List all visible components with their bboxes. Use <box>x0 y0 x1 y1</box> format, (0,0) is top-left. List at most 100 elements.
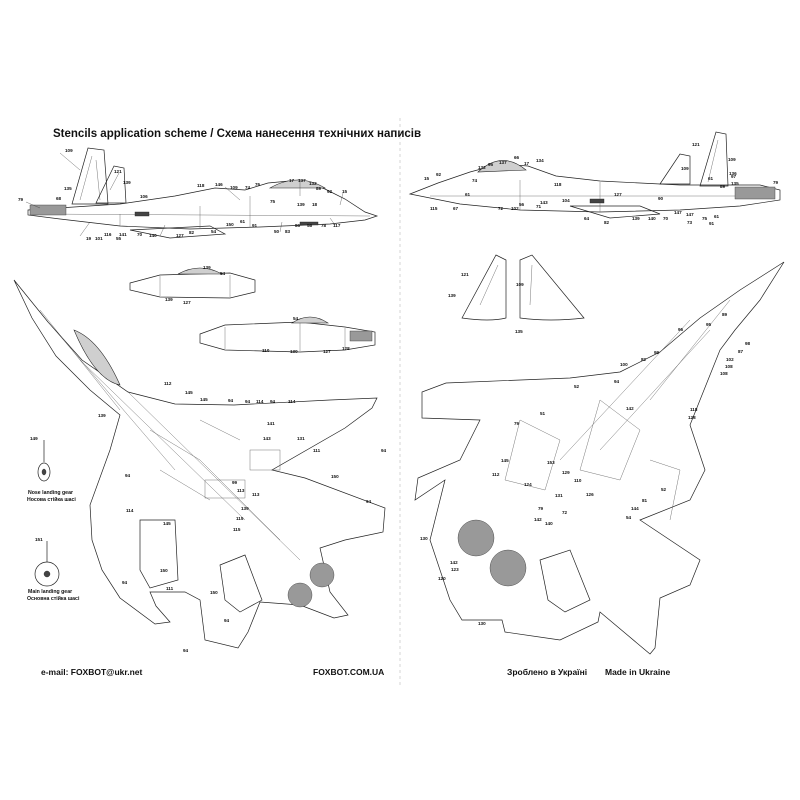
footer-email[interactable]: e-mail: FOXBOT@ukr.net <box>41 667 143 677</box>
callout: 113 <box>237 488 245 493</box>
callout: 114 <box>256 399 264 404</box>
footer-site[interactable]: FOXBOT.COM.UA <box>313 667 384 677</box>
nose-gear-caption-ua: Носова стійка шасі <box>27 496 76 503</box>
callout: 141 <box>267 421 275 426</box>
callout: 136 <box>729 171 737 176</box>
aircraft-side-view-icon <box>408 131 781 219</box>
callout: 109 <box>728 157 736 162</box>
callout: 89 <box>316 186 322 191</box>
callout: 95 <box>488 162 494 167</box>
callout: 117 <box>333 223 341 228</box>
callout: 144 <box>631 506 639 511</box>
callout: 99 <box>654 350 660 355</box>
right-planform: 89 95 96 87 98 99 82 100 102 108 108 52 … <box>414 261 785 655</box>
callout: 147 <box>674 210 682 215</box>
callout: 118 <box>554 182 562 187</box>
callout: 113 <box>252 492 260 497</box>
callout: 145 <box>163 521 171 526</box>
callout: 54 <box>293 316 299 321</box>
callout: 114 <box>126 508 134 513</box>
callout: 94 <box>381 448 387 453</box>
callout: 78 <box>321 223 327 228</box>
callout: 17 <box>524 161 530 166</box>
callout: 127 <box>176 233 184 238</box>
callout: 54 <box>626 515 632 520</box>
callout: 74 <box>245 185 251 190</box>
callout: 124 <box>524 482 532 487</box>
callout: 120 <box>438 576 446 581</box>
callout: 96 <box>678 327 684 332</box>
callout: 111 <box>313 448 321 453</box>
callout: 17 <box>289 178 295 183</box>
callout: 143 <box>263 436 271 441</box>
callout: 140 <box>545 521 553 526</box>
callout: 86 <box>295 223 301 228</box>
callout: 81 <box>642 498 648 503</box>
right-side-profile: 15 92 132 95 137 66 17 134 121 109 109 1… <box>408 131 781 226</box>
callout: 110 <box>574 478 582 483</box>
callout: 142 <box>534 517 542 522</box>
callout: 94 <box>224 618 230 623</box>
callout: 94 <box>122 580 128 585</box>
callout: 19 <box>86 236 92 241</box>
right-tail-fins: 121 109 139 135 <box>448 254 585 334</box>
callout: 135 <box>64 186 72 191</box>
callout: 98 <box>745 341 751 346</box>
callout: 15 <box>342 189 348 194</box>
callout: 94 <box>183 648 189 653</box>
callout: 127 <box>323 349 331 354</box>
nose-gear-inset: 149 Nose landing gear Носова стійка шасі <box>27 436 76 503</box>
callout: 115 <box>233 527 241 532</box>
callout: 153 <box>547 460 555 465</box>
callout: 61 <box>240 219 246 224</box>
callout: 130 <box>478 621 486 626</box>
callout: 109 <box>65 148 73 153</box>
callout: 127 <box>183 300 191 305</box>
left-planform: 112 145 145 94 94 114 94 114 139 141 131… <box>13 279 387 653</box>
callout: 139 <box>448 293 456 298</box>
left-side-callouts: 79 109 135 121 139 106 68 118 146 109 74… <box>18 148 348 241</box>
callout: 95 <box>706 322 712 327</box>
callout: 94 <box>366 499 372 504</box>
callout: 137 <box>499 160 507 165</box>
callout: 92 <box>327 189 333 194</box>
tail-fin-icon <box>461 254 507 321</box>
callout: 139 <box>203 265 211 270</box>
callout: 121 <box>461 272 469 277</box>
callout: 75 <box>702 216 708 221</box>
callout: 79 <box>18 197 24 202</box>
callout: 142 <box>450 560 458 565</box>
callout: 140 <box>648 216 656 221</box>
callout: 89 <box>720 184 726 189</box>
callout: 104 <box>562 198 570 203</box>
callout: 79 <box>514 421 520 426</box>
callout: 118 <box>690 407 698 412</box>
callout: 132 <box>309 181 317 186</box>
callout: 79 <box>773 180 779 185</box>
callout: 143 <box>540 200 548 205</box>
callout: 108 <box>725 364 733 369</box>
callout: 56 <box>519 202 525 207</box>
callout: 70 <box>663 216 669 221</box>
callout: 141 <box>119 232 127 237</box>
aircraft-planform-icon <box>13 279 386 649</box>
callout: 123 <box>451 567 459 572</box>
callout: 91 <box>709 221 715 226</box>
callout: 142 <box>626 406 634 411</box>
callout: 76 <box>255 182 261 187</box>
engine-nacelle-icon <box>199 316 376 353</box>
callout: 139 <box>632 216 640 221</box>
main-gear-caption-ua: Основна стійка шасі <box>27 595 80 602</box>
callout: 116 <box>104 232 112 237</box>
callout: 82 <box>604 220 610 225</box>
callout: 94 <box>245 399 251 404</box>
aircraft-side-view-icon <box>27 147 379 239</box>
callout: 68 <box>56 196 62 201</box>
callout: 15 <box>424 176 430 181</box>
callout: 61 <box>465 192 471 197</box>
main-gear-inset: 151 Main landing gear Основна стійка шас… <box>27 537 80 602</box>
callout: 121 <box>114 169 122 174</box>
callout: 55 <box>116 236 122 241</box>
callout: 131 <box>555 493 563 498</box>
callout: 67 <box>453 206 459 211</box>
